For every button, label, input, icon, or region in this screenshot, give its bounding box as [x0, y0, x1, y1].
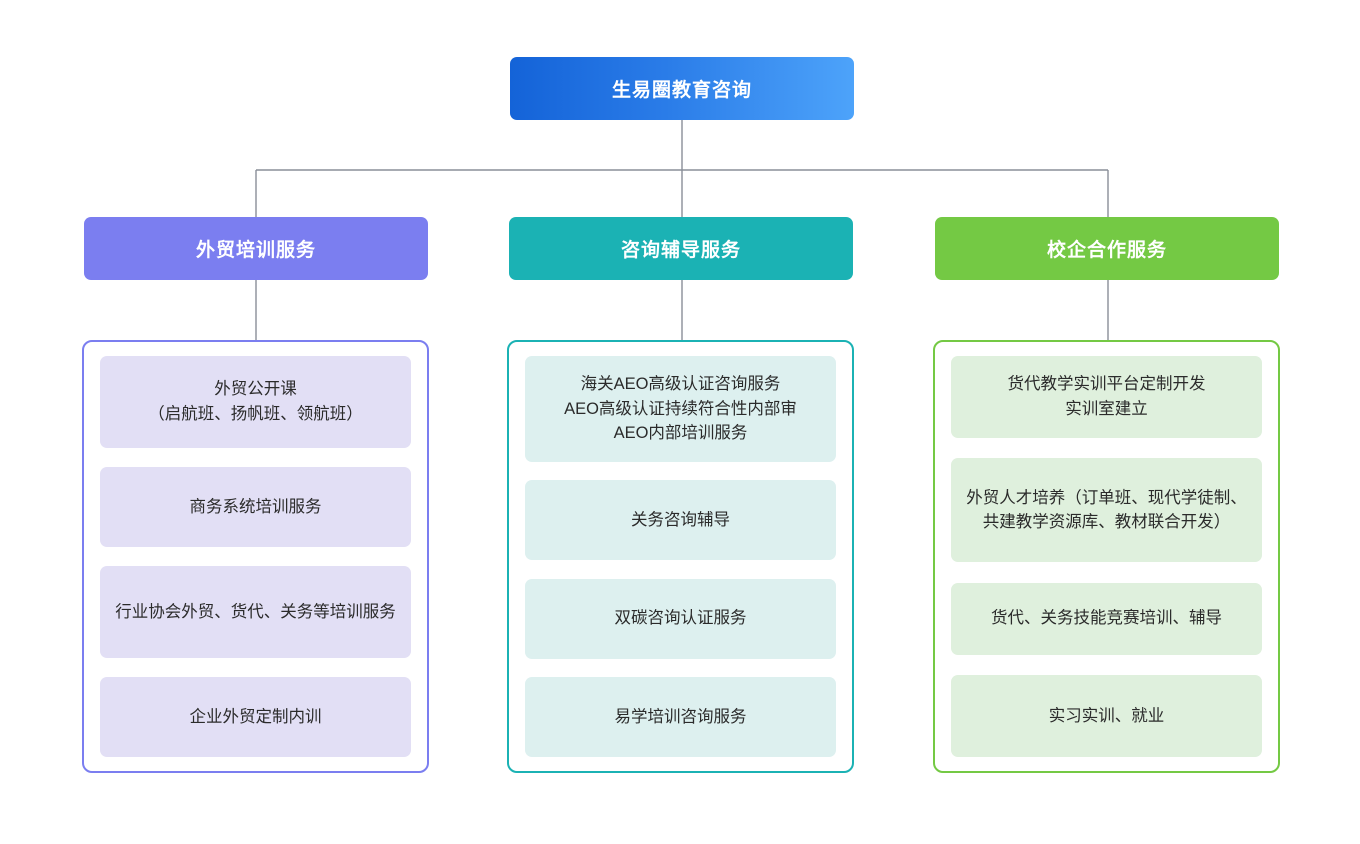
leaf-item[interactable]: 关务咨询辅导: [525, 480, 836, 561]
branch-item-list: 海关AEO高级认证咨询服务 AEO高级认证持续符合性内部审 AEO内部培训服务 …: [525, 356, 836, 757]
root-node[interactable]: 生易圈教育咨询: [510, 57, 854, 120]
leaf-item[interactable]: 实习实训、就业: [951, 674, 1262, 757]
leaf-item[interactable]: 货代教学实训平台定制开发 实训室建立: [951, 356, 1262, 438]
branch-header-waimao-peixun[interactable]: 外贸培训服务: [84, 217, 428, 280]
branch-header-zixun-fudao[interactable]: 咨询辅导服务: [509, 217, 853, 280]
leaf-item[interactable]: 外贸公开课 （启航班、扬帆班、领航班）: [100, 356, 411, 448]
branch-item-list: 货代教学实训平台定制开发 实训室建立 外贸人才培养（订单班、现代学徒制、共建教学…: [951, 356, 1262, 757]
leaf-item[interactable]: 货代、关务技能竞赛培训、辅导: [951, 582, 1262, 655]
leaf-item[interactable]: 行业协会外贸、货代、关务等培训服务: [100, 566, 411, 658]
branch-item-list: 外贸公开课 （启航班、扬帆班、领航班） 商务系统培训服务 行业协会外贸、货代、关…: [100, 356, 411, 757]
leaf-item[interactable]: 商务系统培训服务: [100, 467, 411, 547]
leaf-item[interactable]: 双碳咨询认证服务: [525, 578, 836, 659]
branch-container-xiaoqi-hezuo: 货代教学实训平台定制开发 实训室建立 外贸人才培养（订单班、现代学徒制、共建教学…: [933, 340, 1280, 773]
root-node-label: 生易圈教育咨询: [611, 80, 752, 101]
branch-container-waimao-peixun: 外贸公开课 （启航班、扬帆班、领航班） 商务系统培训服务 行业协会外贸、货代、关…: [82, 340, 429, 773]
branch-header-xiaoqi-hezuo[interactable]: 校企合作服务: [935, 217, 1279, 280]
branch-header-label: 外贸培训服务: [195, 240, 316, 261]
leaf-item[interactable]: 易学培训咨询服务: [525, 676, 836, 757]
leaf-item[interactable]: 企业外贸定制内训: [100, 677, 411, 757]
branch-header-label: 咨询辅导服务: [620, 240, 741, 261]
leaf-item[interactable]: 海关AEO高级认证咨询服务 AEO高级认证持续符合性内部审 AEO内部培训服务: [525, 356, 836, 462]
leaf-item[interactable]: 外贸人才培养（订单班、现代学徒制、共建教学资源库、教材联合开发）: [951, 458, 1262, 563]
branch-header-label: 校企合作服务: [1046, 240, 1167, 261]
branch-container-zixun-fudao: 海关AEO高级认证咨询服务 AEO高级认证持续符合性内部审 AEO内部培训服务 …: [507, 340, 854, 773]
